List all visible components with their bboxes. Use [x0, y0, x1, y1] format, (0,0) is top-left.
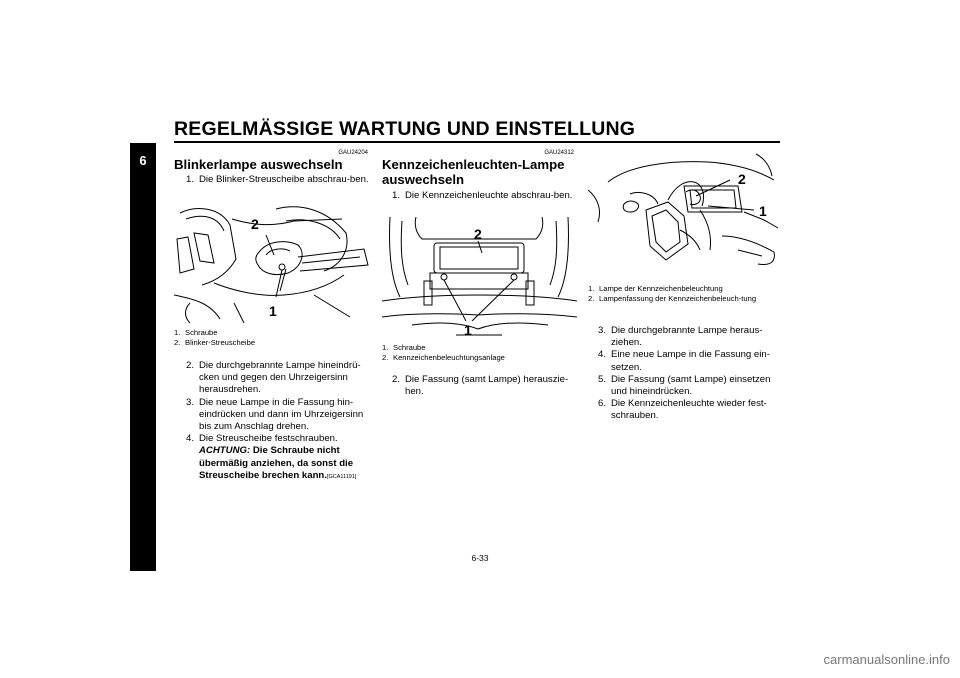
caption-list-plate: 1.Schraube 2.Kennzeichenbeleuchtungsanla… — [382, 343, 505, 362]
step-2-plate: 2.Die Fassung (samt Lampe) herauszie-hen… — [392, 374, 569, 398]
section-title-blinker: Blinkerlampe auswechseln — [174, 157, 343, 172]
step-1-plate: 1.Die Kennzeichenleuchte abschrau-ben. — [392, 190, 573, 201]
callout-2: 2 — [474, 226, 482, 242]
page-title: REGELMÄSSIGE WARTUNG UND EINSTELLUNG — [174, 118, 636, 140]
chapter-tab: 6 — [130, 143, 156, 571]
callout-1: 1 — [759, 203, 767, 219]
callout-2: 2 — [738, 171, 746, 187]
section-title-plate: Kennzeichenleuchten-Lampe auswechseln — [382, 157, 565, 187]
steps-3-6-plate: 3.Die durchgebrannte Lampe heraus-ziehen… — [598, 325, 771, 422]
caption-list-blinker: 1.Schraube 2.Blinker-Streuscheibe — [174, 328, 256, 347]
chapter-number: 6 — [139, 153, 147, 168]
steps-2-4-blinker: 2.Die durchgebrannte Lampe hineindrü-cke… — [186, 360, 364, 481]
lamp-socket-illustration: 2 1 — [588, 153, 779, 265]
blinker-illustration: 2 1 — [174, 206, 369, 324]
callout-1: 1 — [269, 303, 277, 319]
warning-code: [GCA11191] — [326, 473, 357, 480]
section-code: GAU24204 — [338, 150, 368, 156]
callout-2: 2 — [251, 216, 259, 232]
warning-heading: ACHTUNG: — [199, 445, 251, 457]
header-rule — [174, 141, 780, 143]
page-number: 6-33 — [471, 553, 489, 563]
license-light-illustration: 2 1 — [382, 217, 577, 338]
section-code-plate: GAU24312 — [544, 150, 574, 156]
warning-text: Die Schraube nicht übermäßig anziehen, d… — [199, 445, 354, 481]
callout-1: 1 — [464, 322, 472, 338]
caption-list-socket: 1.Lampe der Kennzeichenbeleuchtung 2.Lam… — [588, 284, 757, 303]
step-1-blinker: 1.Die Blinker-Streuscheibe abschrau-ben. — [186, 174, 369, 185]
watermark[interactable]: carmanualsonline.info — [823, 652, 950, 667]
